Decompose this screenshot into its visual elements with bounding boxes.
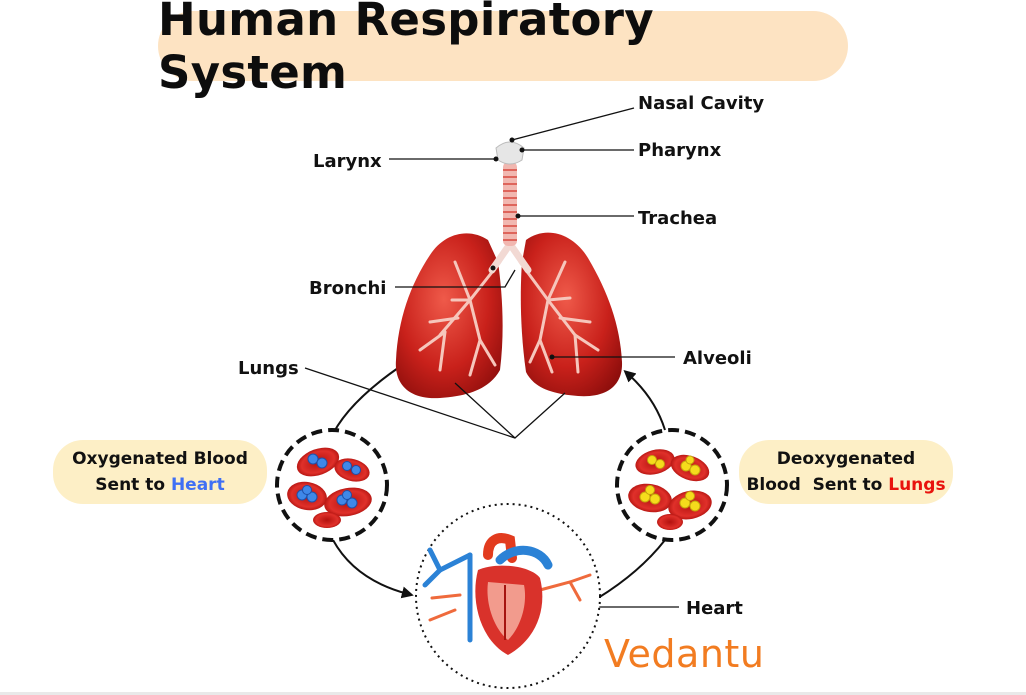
circulation-arrow-left-to-heart xyxy=(332,539,414,599)
deoxygenated-blood-pill: Deoxygenated Blood Sent to Lungs xyxy=(739,440,953,504)
label-alveoli: Alveoli xyxy=(683,348,752,369)
larynx-shape xyxy=(495,141,525,165)
leader-nasal-cavity xyxy=(511,107,635,141)
leader-lungs-left xyxy=(454,382,516,439)
label-lungs: Lungs xyxy=(238,358,299,379)
page-title: Human Respiratory System xyxy=(158,0,654,99)
right-lung xyxy=(520,232,623,397)
lungs-illustration xyxy=(395,232,623,399)
oxygenated-cells xyxy=(275,428,389,542)
bottom-divider xyxy=(0,692,1026,695)
label-bronchi: Bronchi xyxy=(309,278,387,299)
oxygenated-line2: Sent to Heart xyxy=(95,475,225,495)
deoxygenated-line1: Deoxygenated xyxy=(776,448,916,469)
label-larynx: Larynx xyxy=(313,151,382,172)
oxygenated-blood-pill: Oxygenated Blood Sent to Heart xyxy=(53,440,267,504)
deoxygenated-highlight: Lungs xyxy=(888,475,946,495)
left-lung xyxy=(395,233,503,399)
oxygenated-line1: Oxygenated Blood xyxy=(72,448,248,469)
deoxygenated-line2: Blood Sent to Lungs xyxy=(746,475,946,495)
label-nasal-cavity: Nasal Cavity xyxy=(638,93,765,114)
label-trachea: Trachea xyxy=(638,208,718,229)
label-pharynx: Pharynx xyxy=(638,140,722,161)
label-heart: Heart xyxy=(686,598,743,619)
circulation-arrow-lungs-to-left xyxy=(329,367,399,441)
circulation-arrow-right-to-lungs xyxy=(623,370,666,431)
heart-illustration xyxy=(415,503,601,689)
deoxygenated-cells xyxy=(615,428,729,542)
circulation-arrow-heart-to-right xyxy=(597,539,666,599)
vedantu-logo: Vedantu xyxy=(604,632,765,676)
leader-bronchi xyxy=(395,269,516,288)
title-banner: Human Respiratory System xyxy=(158,0,848,99)
oxygenated-highlight: Heart xyxy=(170,475,225,495)
trachea-illustration xyxy=(495,141,525,246)
